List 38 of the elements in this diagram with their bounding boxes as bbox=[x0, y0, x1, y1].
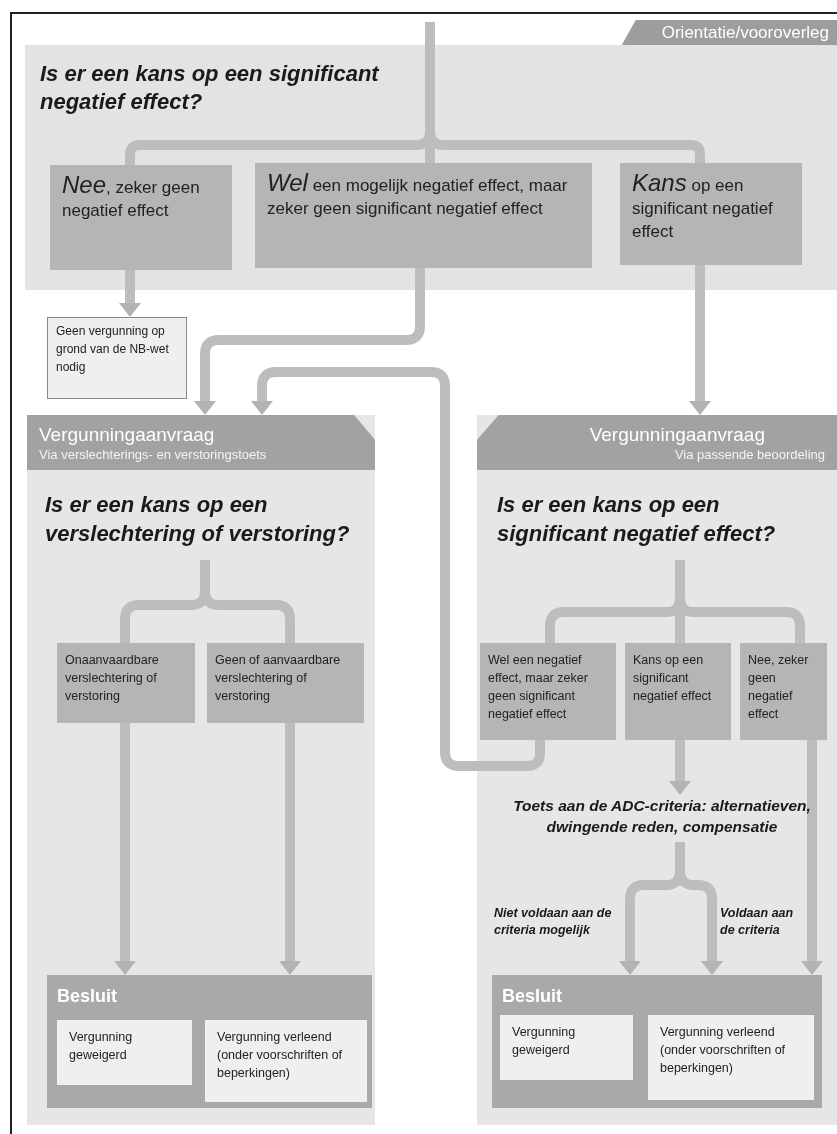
outcome-box: Vergunning geweigerd bbox=[57, 1020, 192, 1085]
decision-box bbox=[47, 975, 372, 1108]
flow-arrow bbox=[119, 270, 141, 317]
answer-box: Onaanvaardbare verslechtering of verstoring bbox=[57, 643, 195, 723]
criteria-text: Toets aan de ADC-criteria: alternatieven, dwingende reden, compensatie bbox=[513, 797, 811, 835]
decision-heading: Besluit bbox=[57, 985, 117, 1008]
question-heading: Is er een kans op een verslechtering of verstoring? bbox=[45, 491, 351, 548]
phase-tab: Orientatie/vooroverleg bbox=[621, 20, 837, 45]
answer-box: Geen of aanvaardbare verslechtering of verstoring bbox=[207, 643, 364, 723]
edge-label: Niet voldaan aan de criteria mogelijk bbox=[494, 905, 613, 939]
flow-arrow bbox=[801, 740, 823, 975]
panel-subtitle: Via passende beoordeling bbox=[674, 447, 825, 463]
edge-label: Voldaan aan de criteria bbox=[720, 905, 795, 939]
answer-box: Wel een mogelijk negatief effect, maar zeker geen significant negatief effect bbox=[255, 163, 592, 268]
outcome-box: Vergunning geweigerd bbox=[500, 1015, 633, 1080]
answer-box: Kans op een significant negatief effect bbox=[620, 163, 802, 265]
application-panel bbox=[477, 415, 837, 1125]
answer-box: Nee, zeker geen negatief effect bbox=[50, 165, 232, 270]
outcome-note: Geen vergunning op grond van de NB-wet nodig bbox=[47, 317, 187, 399]
question-heading: Is er een kans op een significant negatief effect? bbox=[497, 491, 777, 548]
question-heading: Is er een kans op een significant negatief effect? bbox=[40, 60, 381, 116]
flow-arrow bbox=[251, 367, 545, 771]
flow-arrow bbox=[114, 723, 136, 975]
flow-arrow bbox=[194, 268, 425, 415]
panel-subtitle: Via verslechterings- en verstoringstoets bbox=[39, 447, 267, 463]
application-panel bbox=[27, 415, 375, 1125]
flow-arrow bbox=[689, 265, 711, 415]
flow-arrow bbox=[669, 740, 691, 795]
flow-arrow bbox=[279, 723, 301, 975]
decision-box bbox=[492, 975, 822, 1108]
answer-box: Nee, zeker geen negatief effect bbox=[740, 643, 827, 740]
decision-heading: Besluit bbox=[502, 985, 562, 1008]
answer-box: Kans op een significant negatief effect bbox=[625, 643, 731, 740]
panel-title: Vergunningaanvraag bbox=[39, 423, 215, 447]
outcome-box: Vergunning verleend (onder voorschriften of beperkingen) bbox=[648, 1015, 814, 1100]
answer-box: Wel een negatief effect, maar zeker geen significant negatief effect bbox=[480, 643, 616, 740]
outcome-box: Vergunning verleend (onder voorschriften of beperkingen) bbox=[205, 1020, 367, 1102]
panel-title: Vergunningaanvraag bbox=[589, 423, 765, 447]
